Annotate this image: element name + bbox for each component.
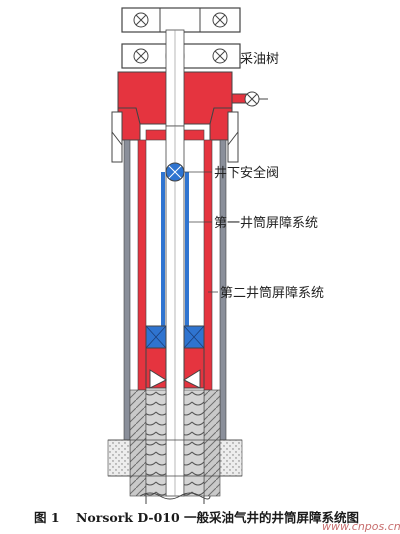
label-primary-barrier: 第一井筒屏障系统 <box>214 215 318 231</box>
formation <box>107 439 243 477</box>
valve-icon <box>212 48 228 64</box>
watermark: www.cnpos.cn <box>322 520 400 533</box>
wellhead <box>111 107 239 163</box>
valve-icon <box>133 12 149 28</box>
label-christmas-tree: 采油树 <box>240 52 279 67</box>
valve-icon <box>212 12 228 28</box>
caption-figure-number: 图 1 <box>34 510 60 525</box>
caption-text: Norsork D-010 一般采油气井的井筒屏障系统图 <box>76 510 359 525</box>
callout-lines <box>184 171 218 293</box>
wing-valve-icon <box>244 91 260 107</box>
valve-icon <box>133 48 149 64</box>
label-sscsv: 井下安全阀 <box>214 165 279 181</box>
production-tubing <box>165 125 185 497</box>
cement <box>129 389 221 497</box>
label-secondary-barrier: 第二井筒屏障系统 <box>220 285 324 301</box>
primary-barrier-envelope <box>161 172 189 340</box>
sscsv-icon <box>165 162 185 182</box>
break-line <box>139 492 211 504</box>
production-packer <box>145 325 205 389</box>
christmas-tree <box>117 7 268 127</box>
